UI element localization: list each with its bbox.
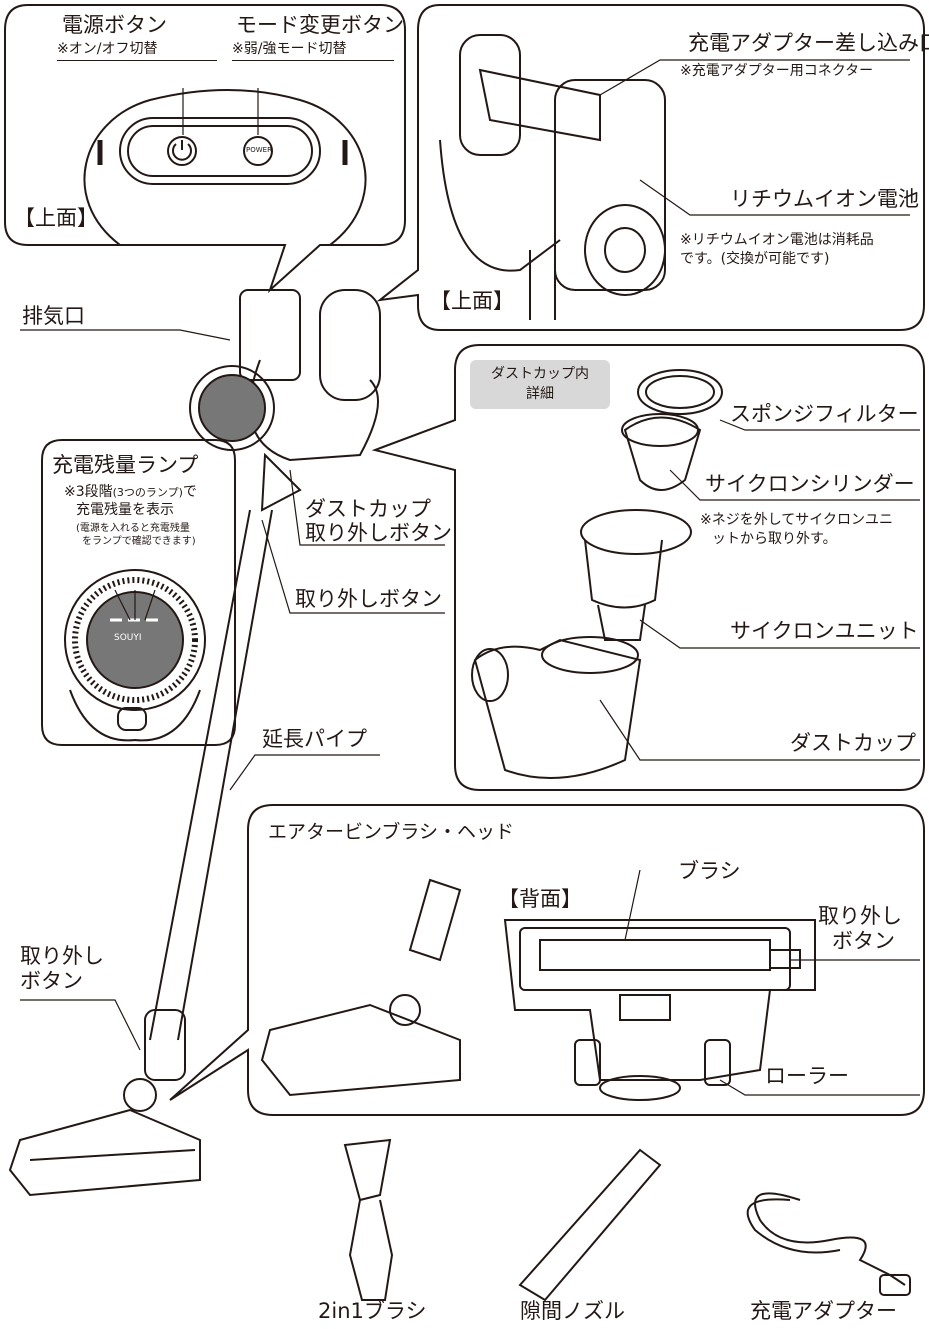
lower-release-label-1: 取り外し xyxy=(20,944,104,968)
cylinder-note-1: ※ネジを外してサイクロンユニ xyxy=(700,512,894,528)
dustcup-release-label-1: ダストカップ xyxy=(305,497,431,521)
lamp-panel-outline xyxy=(41,439,236,746)
power-button-label: 電源ボタン xyxy=(62,13,167,37)
vacuum-body-drawing xyxy=(8,289,381,1197)
dustcup-panel-outline xyxy=(371,344,925,791)
lamp-detail-drawing xyxy=(64,569,206,742)
head-release-label-2: ボタン xyxy=(832,929,895,953)
power-text: POWER xyxy=(246,146,272,154)
head-back-label: 【背面】 xyxy=(498,887,582,911)
cylinder-note-2: ットから取り外す。 xyxy=(712,531,837,547)
battery-note-2: です。(交換が可能です) xyxy=(680,251,830,267)
top-right-panel-outline xyxy=(376,4,925,331)
dustcup-tag-line-1: ダストカップ内 xyxy=(491,366,589,382)
cyclone-unit-label: サイクロンユニット xyxy=(730,619,919,643)
brush-2in1-label: 2in1ブラシ xyxy=(318,1299,427,1323)
dust-cup-label: ダストカップ xyxy=(790,731,916,755)
lower-release-label-2: ボタン xyxy=(20,969,83,993)
top-panel-outline xyxy=(4,4,406,294)
mode-button-label: モード変更ボタン xyxy=(236,13,404,37)
lamp-note-1: ※3段階(3つのランプ)で xyxy=(64,484,197,500)
head-panel-outline xyxy=(169,804,925,1116)
exhaust-label: 排気口 xyxy=(22,304,85,328)
head-title: エアタービンブラシ・ヘッド xyxy=(268,821,515,843)
brush-label: ブラシ xyxy=(678,859,741,883)
lamp-title: 充電残量ランプ xyxy=(52,453,199,477)
release-button-label: 取り外しボタン xyxy=(295,587,442,611)
head-release-label-1: 取り外し xyxy=(818,904,902,928)
power-button-note: ※オン/オフ切替 xyxy=(57,41,217,62)
battery-note-1: ※リチウムイオン電池は消耗品 xyxy=(680,232,874,248)
dustcup-detail-tag: ダストカップ内 詳細 xyxy=(470,360,610,410)
control-pad-drawing xyxy=(83,89,367,246)
battery-label: リチウムイオン電池 xyxy=(730,187,919,211)
leader-lines xyxy=(20,59,920,1096)
crevice-nozzle-label: 隙間ノズル xyxy=(520,1299,625,1323)
accessories-drawing xyxy=(343,1138,911,1302)
lamp-note-3: (電源を入れると充電残量 xyxy=(76,523,190,534)
lamp-note-2: 充電残量を表示 xyxy=(76,502,174,518)
dustcup-tag-line-2: 詳細 xyxy=(526,385,554,402)
top-right-view-label: 【上面】 xyxy=(430,289,514,313)
adapter-port-note: ※充電アダプター用コネクター xyxy=(680,63,874,79)
roller-label: ローラー xyxy=(765,1064,849,1088)
sponge-filter-label: スポンジフィルター xyxy=(730,402,919,426)
brand-logo: SOUYI xyxy=(114,633,142,643)
cyclone-cylinder-label: サイクロンシリンダー xyxy=(705,472,915,496)
lamp-note-4: をランプで確認できます) xyxy=(82,536,196,547)
extension-pipe-label: 延長パイプ xyxy=(262,727,367,751)
charger-label: 充電アダプター xyxy=(750,1299,897,1323)
dustcup-release-label-2: 取り外しボタン xyxy=(305,521,452,545)
adapter-port-label: 充電アダプター差し込み口 xyxy=(688,31,929,55)
top-view-label: 【上面】 xyxy=(14,206,98,230)
motor-unit-drawing xyxy=(439,34,666,320)
dustcup-parts-drawing xyxy=(471,369,723,779)
mode-button-note: ※弱/強モード切替 xyxy=(232,41,394,62)
brush-head-drawing xyxy=(260,878,816,1101)
